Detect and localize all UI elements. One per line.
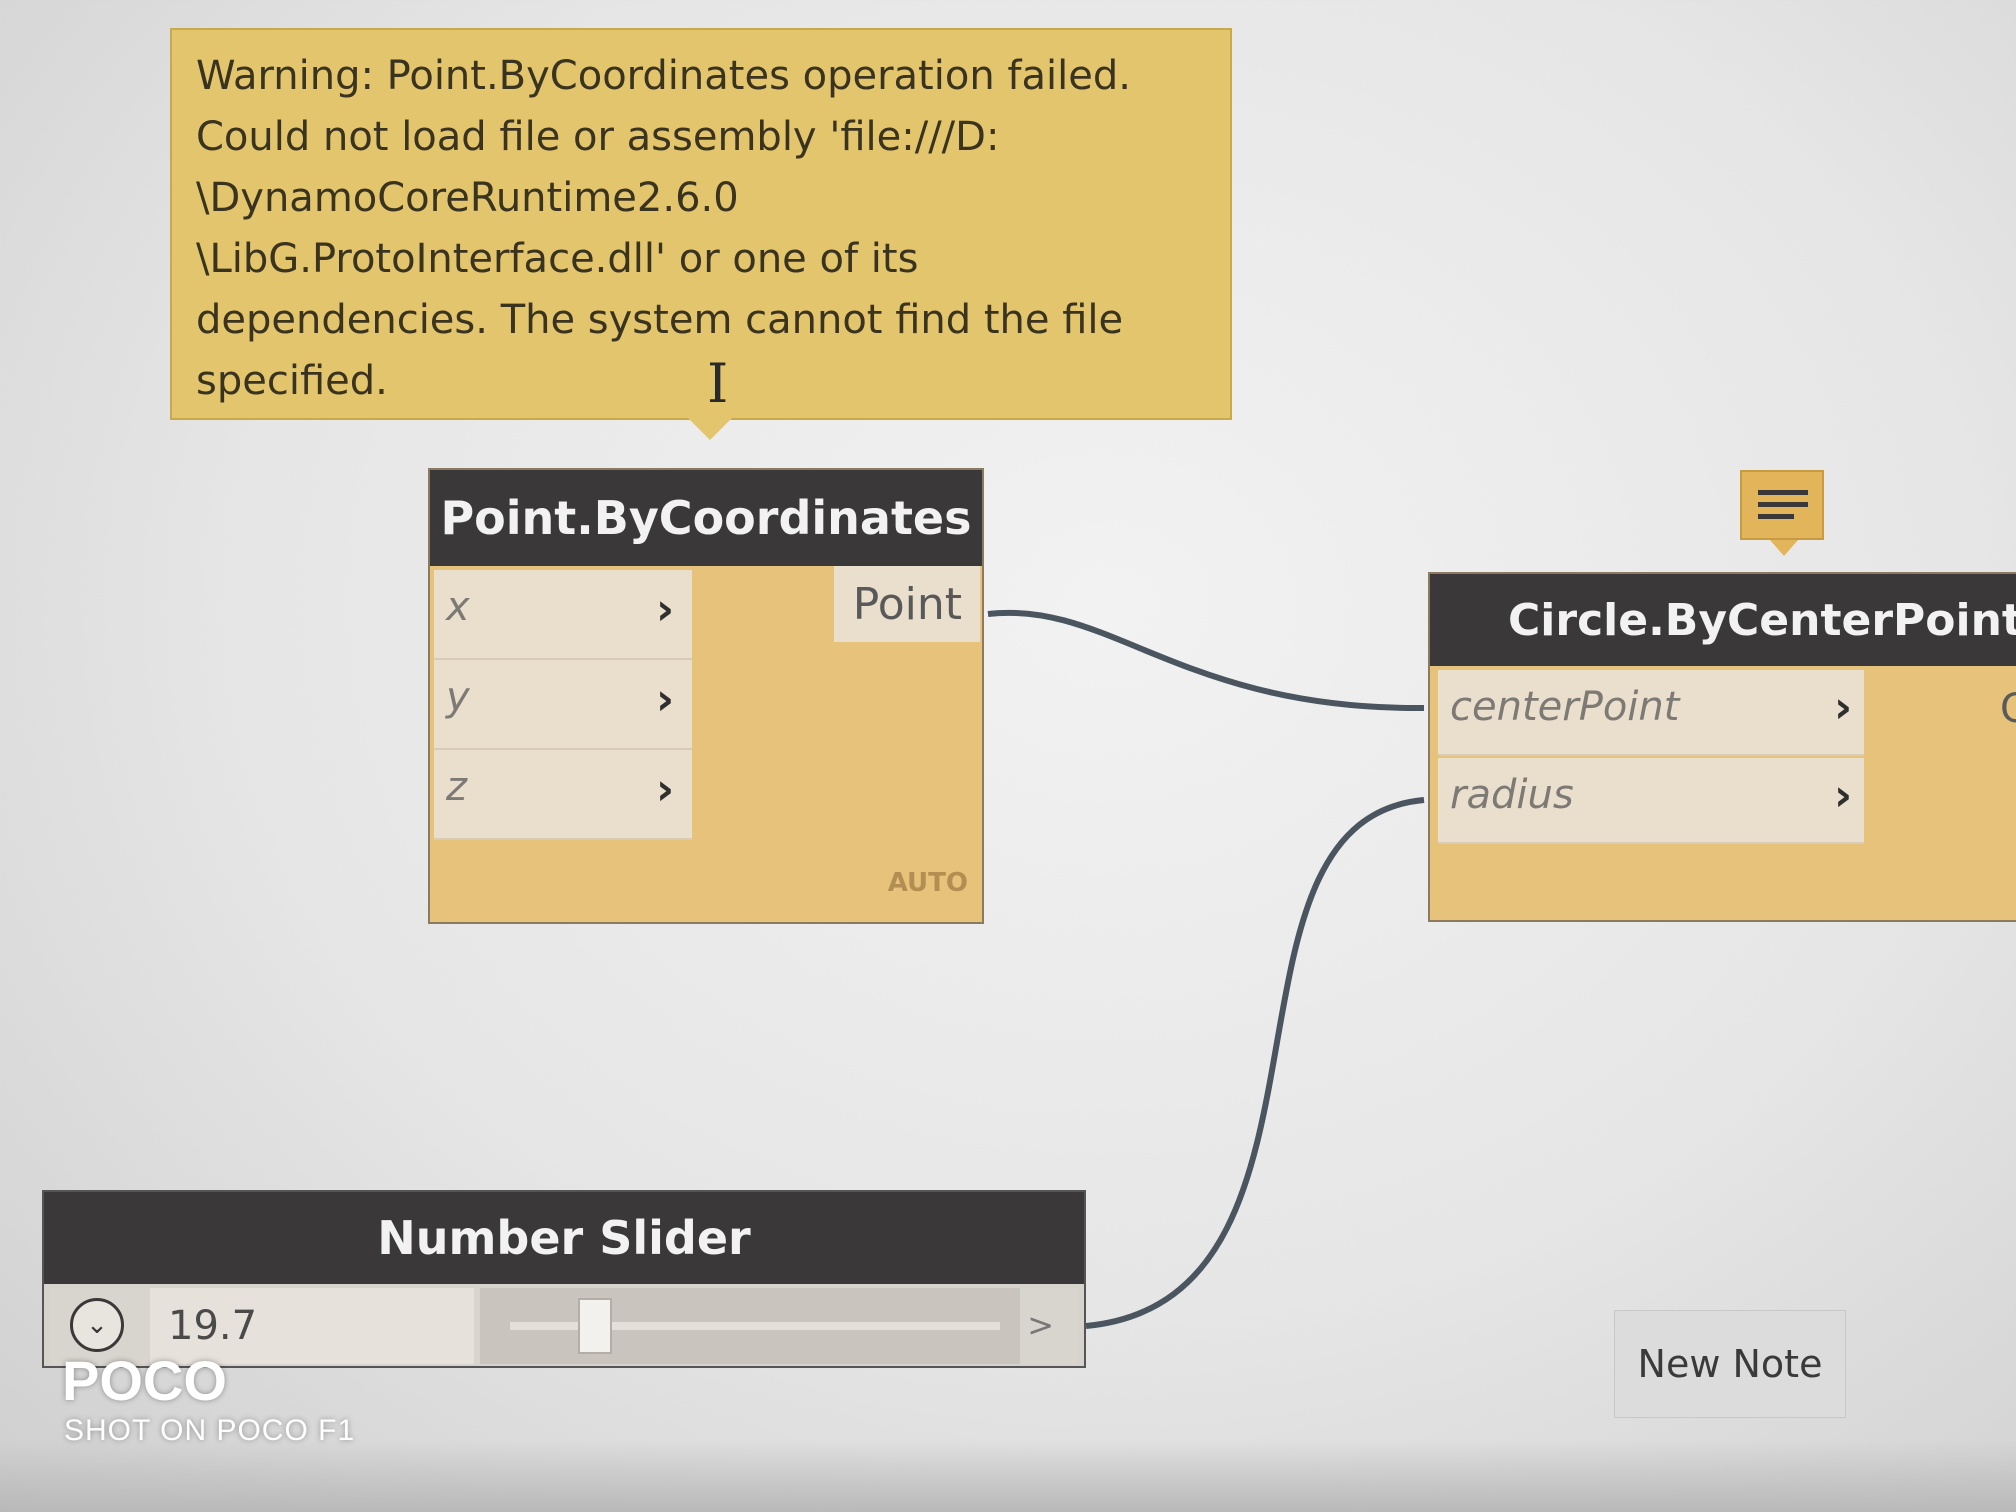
chevron-right-icon: › [656, 764, 675, 815]
warning-line: specified. [196, 358, 388, 404]
slider-thumb[interactable] [578, 1298, 613, 1354]
node-title[interactable]: Point.ByCoordinates [430, 470, 982, 566]
warning-line: Warning: Point.ByCoordinates operation f… [196, 53, 1131, 99]
text-cursor-icon: I [707, 352, 729, 415]
watermark-caption: SHOT ON POCO F1 [64, 1414, 356, 1447]
point-bycoordinates-node[interactable]: Point.ByCoordinates x › y › z › Point AU… [428, 468, 984, 924]
input-port-x[interactable]: x › [434, 570, 692, 660]
node-title[interactable]: Circle.ByCenterPointRadiu [1430, 574, 2016, 666]
chevron-down-icon[interactable]: ⌄ [70, 1298, 124, 1352]
circle-bycenterpointradius-node[interactable]: Circle.ByCenterPointRadiu centerPoint › … [1428, 572, 2016, 922]
port-label: centerPoint [1450, 684, 1680, 730]
chevron-right-icon: › [1834, 682, 1853, 733]
input-port-z[interactable]: z › [434, 750, 692, 840]
warning-line: \DynamoCoreRuntime2.6.0 [196, 175, 739, 221]
port-label: radius [1450, 772, 1574, 818]
warning-pointer [688, 418, 732, 440]
port-label: z [446, 764, 467, 810]
port-label: y [446, 674, 470, 720]
screen-edge [0, 1440, 2016, 1512]
number-slider-node[interactable]: Number Slider ⌄ 19.7 > [42, 1190, 1086, 1368]
lacing-label[interactable]: AUTO [887, 868, 968, 898]
wire-slider-to-radius[interactable] [1085, 797, 1425, 1329]
chevron-right-icon: › [656, 584, 675, 635]
slider-track-area[interactable] [480, 1288, 1020, 1364]
new-note-button[interactable]: New Note [1614, 1310, 1846, 1418]
node-title[interactable]: Number Slider [44, 1192, 1084, 1284]
chevron-right-icon: › [656, 674, 675, 725]
warning-line: Could not load file or assembly 'file://… [196, 114, 1000, 160]
output-port-slider[interactable]: > [1027, 1306, 1054, 1344]
slider-body: ⌄ 19.7 > [50, 1288, 1078, 1364]
note-pointer [1770, 540, 1798, 556]
watermark-brand: POCO [62, 1349, 227, 1412]
port-label: x [446, 584, 470, 630]
warning-tooltip: Warning: Point.ByCoordinates operation f… [170, 28, 1232, 420]
input-port-y[interactable]: y › [434, 660, 692, 750]
note-icon[interactable] [1740, 470, 1824, 540]
output-port-point[interactable]: Point [834, 566, 980, 642]
output-port-partial[interactable]: C [2000, 686, 2016, 732]
warning-line: \LibG.ProtoInterface.dll' or one of its [196, 236, 919, 282]
warning-line: dependencies. The system cannot find the… [196, 297, 1124, 343]
slider-track[interactable] [510, 1322, 1000, 1330]
input-port-centerpoint[interactable]: centerPoint › [1438, 670, 1864, 756]
wire-point-to-centerpoint[interactable] [987, 609, 1425, 712]
slider-value-field[interactable]: 19.7 [150, 1288, 474, 1364]
chevron-right-icon: › [1834, 770, 1853, 821]
input-port-radius[interactable]: radius › [1438, 758, 1864, 844]
